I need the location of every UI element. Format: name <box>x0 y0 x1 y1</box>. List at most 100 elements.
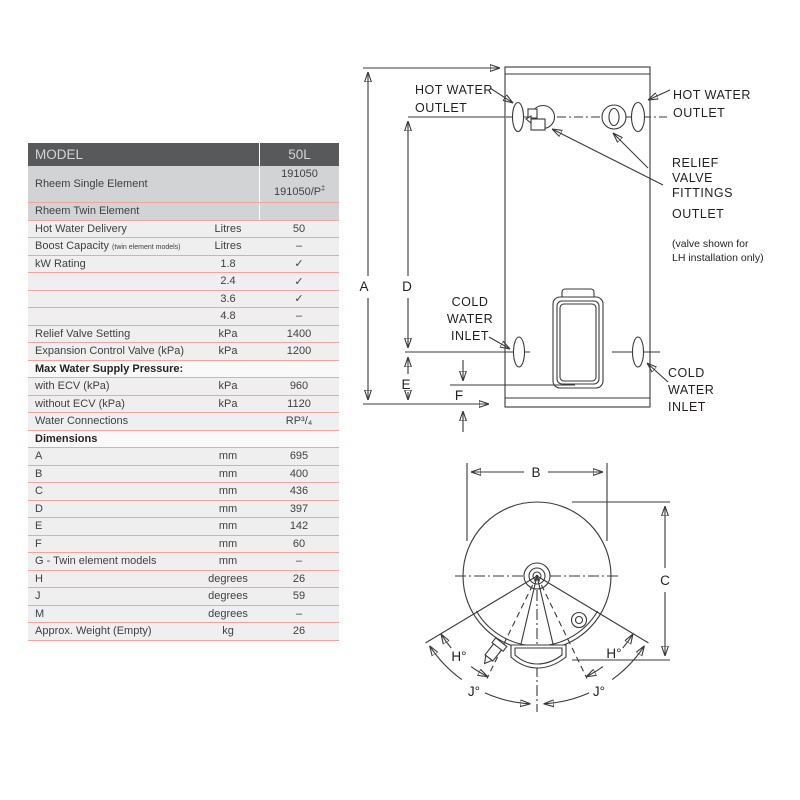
table-row: G - Twin element models mm – <box>28 553 339 571</box>
svg-text:WATER: WATER <box>447 312 493 326</box>
row-value: – <box>259 310 339 322</box>
svg-text:H°: H° <box>606 646 621 661</box>
table-row: H degrees 26 <box>28 570 339 588</box>
dim-label-F: F <box>455 388 463 403</box>
table-row: E mm 142 <box>28 518 339 536</box>
table-row: C mm 436 <box>28 483 339 501</box>
table-row: A mm 695 <box>28 448 339 466</box>
row-value: 397 <box>259 503 339 515</box>
row-value: 400 <box>259 468 339 480</box>
table-row: without ECV (kPa) kPa 1120 <box>28 395 339 413</box>
table-row: Rheem Single Element 191050 191050/P‡ <box>28 166 339 203</box>
svg-text:(valve shown for: (valve shown for <box>672 238 749 250</box>
dimension-A: A <box>359 68 500 404</box>
svg-text:J°: J° <box>468 684 480 699</box>
row-value: – <box>259 240 339 252</box>
hot-water-outlet-label-left: HOT WATER OUTLET <box>415 83 513 115</box>
row-value-line1: 397 <box>289 502 309 515</box>
row-value: 1200 <box>259 345 339 357</box>
cold-water-fittings <box>405 336 660 368</box>
row-label: Dimensions <box>35 432 98 445</box>
row-value-line1: – <box>295 240 303 253</box>
row-unit: 1.8 <box>220 257 236 270</box>
table-row: Expansion Control Valve (kPa) kPa 1200 <box>28 343 339 361</box>
table-row: with ECV (kPa) kPa 960 <box>28 378 339 396</box>
row-label: G - Twin element models <box>35 555 157 568</box>
svg-text:FITTINGS: FITTINGS <box>672 186 733 200</box>
table-row: J degrees 59 <box>28 588 339 606</box>
svg-text:COLD: COLD <box>452 295 489 309</box>
angle-H-right: H° <box>586 634 633 677</box>
row-value-line1: 26 <box>292 572 306 585</box>
row-value: – <box>259 608 339 620</box>
table-row: Max Water Supply Pressure: <box>28 360 339 378</box>
row-unit: 4.8 <box>220 310 236 323</box>
svg-text:RELIEF: RELIEF <box>672 156 719 170</box>
svg-text:INLET: INLET <box>668 400 706 414</box>
valve-note: (valve shown for LH installation only) <box>672 238 764 264</box>
row-unit: Litres <box>214 240 242 253</box>
row-value-line1: ✓ <box>294 275 304 288</box>
row-value-line1: 400 <box>289 467 309 480</box>
row-value-line1: 191050 <box>281 168 318 181</box>
row-value: ✓ <box>259 257 339 270</box>
row-value: 26 <box>259 573 339 585</box>
table-row: D mm 397 <box>28 500 339 518</box>
dim-label-B: B <box>531 465 540 480</box>
table-row: 2.4 ✓ <box>28 273 339 291</box>
row-value-line1: 960 <box>289 380 309 393</box>
row-label: F <box>35 537 42 550</box>
row-unit: mm <box>218 555 238 568</box>
cold-water-inlet-label-right: COLD WATER INLET <box>647 363 714 414</box>
relief-valve-fitting <box>525 108 546 131</box>
row-value-line1: 695 <box>289 450 309 463</box>
row-value: 1120 <box>259 398 339 410</box>
row-value: 1400 <box>259 328 339 340</box>
row-value-line1: 59 <box>292 590 306 603</box>
front-view-diagram: A D E F HOT WATER <box>359 67 764 432</box>
table-row: Rheem Twin Element <box>28 203 339 221</box>
row-label: A <box>35 450 43 463</box>
dim-label-E: E <box>401 377 410 392</box>
row-value: 59 <box>259 590 339 602</box>
dimension-D: D <box>402 121 412 348</box>
dimension-E: E <box>401 357 410 400</box>
row-value: 436 <box>259 485 339 497</box>
svg-text:J°: J° <box>593 684 605 699</box>
table-row: kW Rating 1.8 ✓ <box>28 255 339 273</box>
table-row: Approx. Weight (Empty) kg 26 <box>28 623 339 641</box>
row-value: – <box>259 555 339 567</box>
access-panel <box>552 288 604 389</box>
angle-H-left: H° <box>441 634 488 677</box>
row-value-line1: 142 <box>289 520 309 533</box>
row-value: 695 <box>259 450 339 462</box>
row-unit: kg <box>222 625 234 638</box>
svg-text:OUTLET: OUTLET <box>415 101 467 115</box>
row-value-line1: 1400 <box>286 327 312 340</box>
dim-label-A: A <box>359 279 368 294</box>
row-unit: mm <box>218 537 238 550</box>
rim-fittings <box>483 611 588 669</box>
row-value-line1: 1120 <box>287 397 311 410</box>
row-value: RP³/₄ <box>259 415 339 427</box>
plan-anode-pocket <box>510 644 567 669</box>
angle-rays <box>425 575 649 679</box>
row-unit: mm <box>218 502 238 515</box>
row-unit: kPa <box>218 397 238 410</box>
dimension-C: C <box>572 501 670 661</box>
row-unit: kPa <box>218 380 238 393</box>
row-unit: mm <box>218 485 238 498</box>
row-value: 50 <box>259 223 339 235</box>
row-value: 960 <box>259 380 339 392</box>
angle-J-right: J° <box>544 646 645 704</box>
row-label: C <box>35 485 43 498</box>
row-unit: degrees <box>208 607 248 620</box>
row-value: 60 <box>259 538 339 550</box>
svg-text:COLD: COLD <box>668 366 705 380</box>
row-value-line1: 1200 <box>286 345 312 358</box>
row-unit: degrees <box>208 572 248 585</box>
row-label: Relief Valve Setting <box>35 327 131 340</box>
table-row: Boost Capacity (twin element models) Lit… <box>28 238 339 256</box>
